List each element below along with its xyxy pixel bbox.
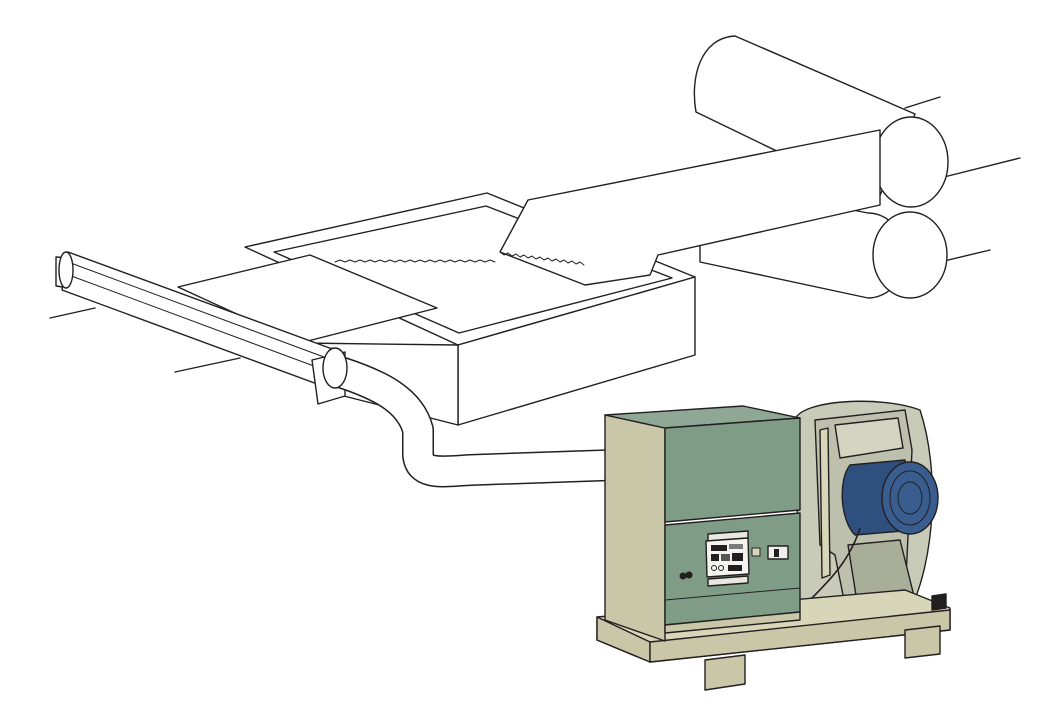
- motor-fan-grille: [889, 470, 931, 526]
- upper-roll-shaft-back: [904, 96, 941, 109]
- knife-bar-groove-1: [67, 261, 333, 361]
- skid-foot-left: [704, 654, 746, 691]
- fan-side-rib: [819, 427, 831, 579]
- panel-switch-bank: [728, 565, 742, 571]
- cabinet-latch: [679, 572, 687, 580]
- skid-foot-right: [904, 625, 941, 659]
- liquid-surface-back: [334, 259, 496, 263]
- web-edge-line: [49, 307, 96, 319]
- panel-meter: [732, 553, 743, 561]
- lower-roll-shaft: [939, 249, 991, 263]
- power-switch-toggle: [774, 549, 779, 557]
- panel-aux-button: [751, 547, 761, 557]
- upper-roll-end: [873, 116, 949, 208]
- panel-handle-bottom: [707, 575, 749, 587]
- panel-button: [718, 565, 724, 571]
- knife-bar-groove-2: [65, 273, 331, 373]
- motor-fan-grille-inner: [897, 481, 923, 515]
- panel-display-screen: [711, 545, 727, 551]
- web-incoming: [499, 129, 881, 286]
- skid-side-beam: [649, 609, 951, 663]
- base-skid: [596, 589, 951, 691]
- knife-bar-end-cap: [58, 251, 74, 289]
- upper-roll-shaft: [939, 157, 1021, 179]
- hose-inlet-collar: [322, 347, 348, 389]
- cabinet-latch: [685, 571, 693, 579]
- lower-roll-end: [872, 211, 948, 299]
- skid-corner-block: [931, 593, 947, 611]
- air-jets: [79, 290, 303, 406]
- cabinet-kick-plate: [664, 611, 801, 634]
- panel-label-strip: [729, 544, 743, 549]
- web-edge-line-lower: [174, 357, 241, 373]
- panel-indicator: [721, 554, 730, 561]
- cabinet-front-upper: [664, 417, 801, 523]
- liquid-surface-front: [499, 251, 585, 266]
- hose-body: [335, 358, 616, 486]
- cabinet-lower-seam: [664, 587, 801, 601]
- motor-fan-cover: [881, 461, 939, 535]
- control-panel: [705, 530, 789, 587]
- blower-enclosure: [604, 405, 801, 642]
- panel-indicator: [711, 554, 719, 561]
- panel-button: [711, 565, 717, 571]
- cabinet-side-panel: [604, 414, 666, 642]
- fan-frame-top-plate: [834, 417, 904, 459]
